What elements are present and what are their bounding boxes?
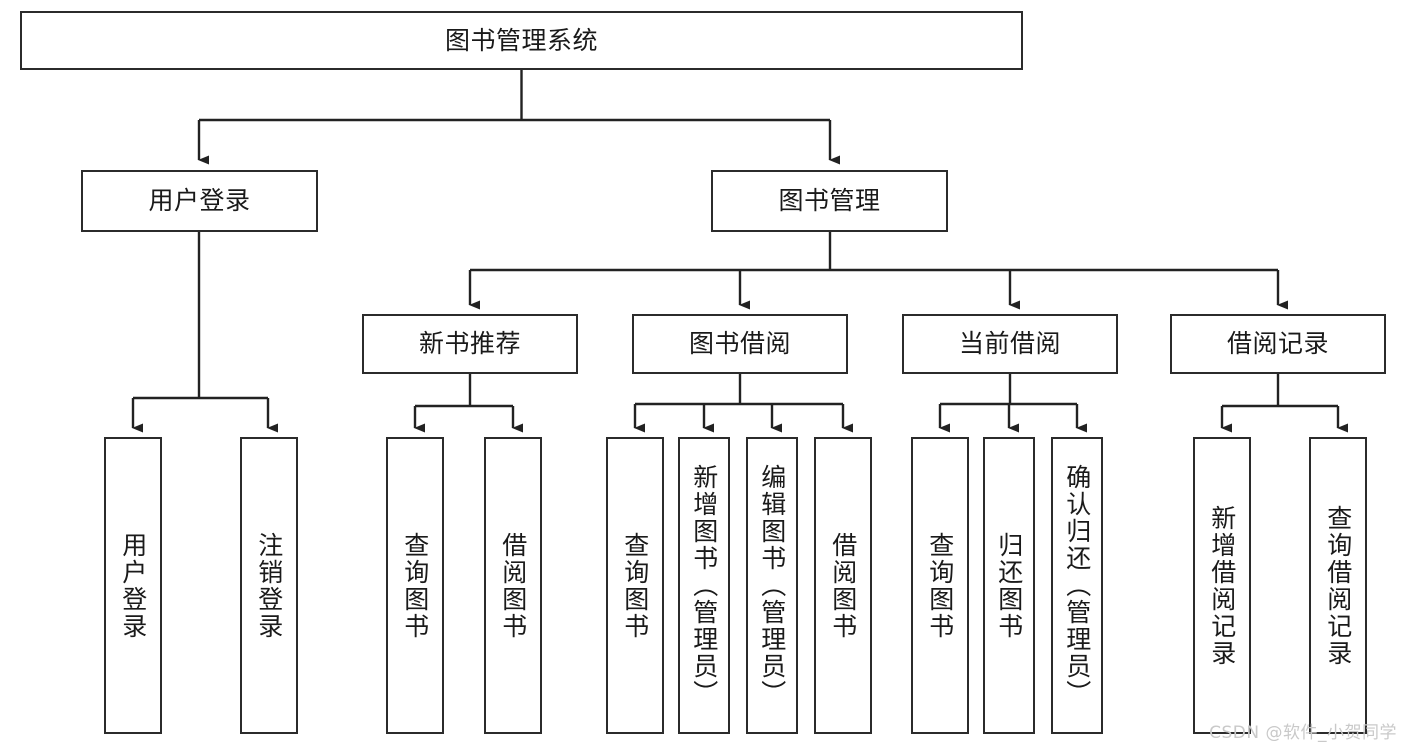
node-label: 用户登录	[118, 531, 148, 640]
node-book-management[interactable]: 图书管理	[711, 170, 948, 232]
node-leaf-return-book[interactable]: 归还图书	[983, 437, 1035, 734]
node-leaf-add-borrow-record[interactable]: 新增借阅记录	[1193, 437, 1251, 734]
node-book-borrow[interactable]: 图书借阅	[632, 314, 848, 374]
node-leaf-confirm-return-admin[interactable]: 确认归还（管理员）	[1051, 437, 1103, 734]
node-user-login[interactable]: 用户登录	[81, 170, 318, 232]
node-leaf-query-borrow-record[interactable]: 查询借阅记录	[1309, 437, 1367, 734]
node-label: 注销登录	[254, 531, 284, 640]
node-current-borrow[interactable]: 当前借阅	[902, 314, 1118, 374]
node-new-book-recommend[interactable]: 新书推荐	[362, 314, 578, 374]
node-label: 图书管理系统	[444, 25, 598, 55]
node-label: 用户登录	[148, 186, 251, 216]
node-leaf-new-book-borrow[interactable]: 借阅图书	[484, 437, 542, 734]
node-leaf-current-query-book[interactable]: 查询图书	[911, 437, 969, 734]
node-root-book-management-system[interactable]: 图书管理系统	[20, 11, 1023, 70]
node-label: 新增借阅记录	[1207, 504, 1237, 667]
node-label: 查询图书	[925, 531, 955, 640]
node-borrow-record[interactable]: 借阅记录	[1170, 314, 1386, 374]
node-leaf-user-login[interactable]: 用户登录	[104, 437, 162, 734]
node-leaf-borrow-query-book[interactable]: 查询图书	[606, 437, 664, 734]
node-leaf-add-book-admin[interactable]: 新增图书（管理员）	[678, 437, 730, 734]
node-label: 查询图书	[400, 531, 430, 640]
node-label: 图书管理	[778, 186, 881, 216]
node-label: 借阅图书	[498, 531, 528, 640]
node-label: 图书借阅	[688, 329, 791, 359]
node-label: 当前借阅	[958, 329, 1061, 359]
node-label: 借阅图书	[828, 531, 858, 640]
node-leaf-logout[interactable]: 注销登录	[240, 437, 298, 734]
node-label: 查询图书	[620, 531, 650, 640]
node-leaf-edit-book-admin[interactable]: 编辑图书（管理员）	[746, 437, 798, 734]
node-label: 新书推荐	[418, 329, 521, 359]
node-label: 借阅记录	[1226, 329, 1329, 359]
node-label: 归还图书	[994, 531, 1024, 640]
node-label: 新增图书（管理员）	[689, 464, 719, 707]
node-leaf-new-book-query[interactable]: 查询图书	[386, 437, 444, 734]
node-leaf-borrow-book[interactable]: 借阅图书	[814, 437, 872, 734]
node-label: 查询借阅记录	[1323, 504, 1353, 667]
node-label: 编辑图书（管理员）	[757, 464, 787, 707]
node-label: 确认归还（管理员）	[1062, 464, 1092, 707]
